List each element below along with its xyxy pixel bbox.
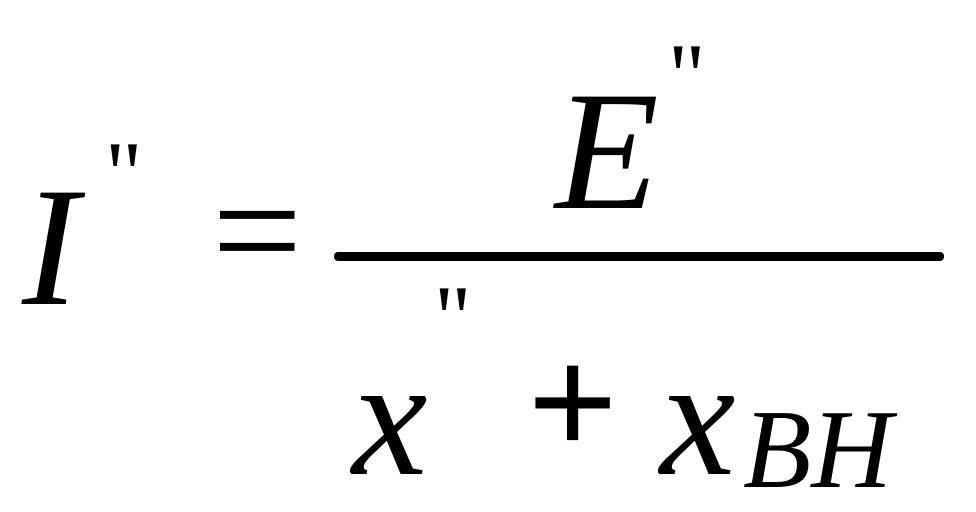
denominator-term2-variable: x bbox=[660, 323, 736, 511]
denominator-term1-variable: x bbox=[352, 323, 428, 511]
numerator-variable: E bbox=[555, 57, 659, 245]
fraction-bar bbox=[334, 252, 944, 261]
lhs-prime-mark: " bbox=[105, 123, 143, 225]
lhs-variable: I bbox=[22, 153, 79, 341]
numerator-prime-mark: " bbox=[668, 25, 706, 127]
plus-sign: + bbox=[527, 313, 619, 491]
denominator-term2-subscript: BH bbox=[743, 388, 893, 512]
equals-sign: = bbox=[212, 141, 303, 319]
denominator-term1-prime-mark: " bbox=[434, 267, 472, 369]
